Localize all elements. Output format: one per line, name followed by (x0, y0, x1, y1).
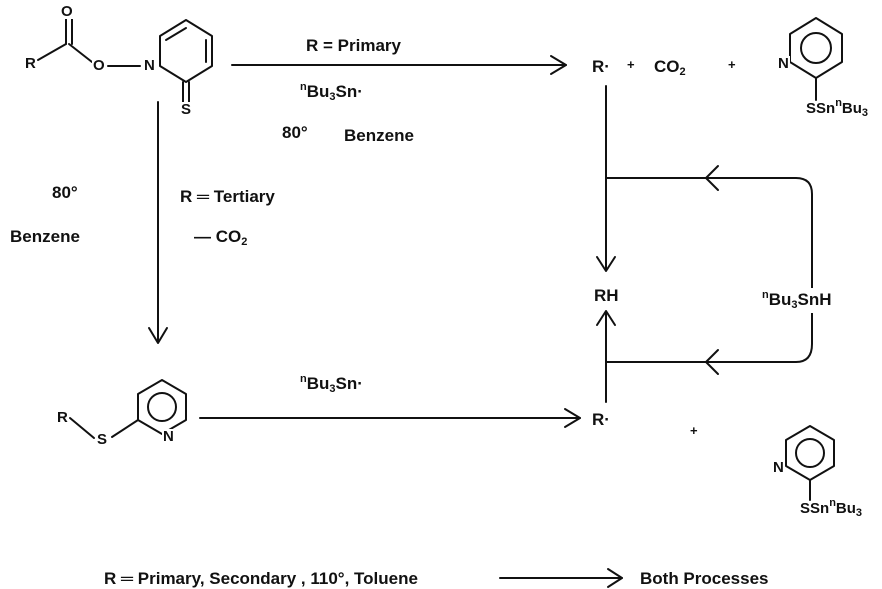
minus-co-text: — CO (194, 227, 242, 246)
n-prefix: n (300, 373, 307, 385)
ssn-text: SSn (800, 500, 830, 517)
atom-s-sulfide: S (96, 431, 109, 448)
bu-text: Bu (306, 82, 330, 101)
barton-ester-structure (37, 17, 213, 103)
species-r-radical-top: R· (592, 57, 610, 76)
label-bu3sn-radical-top: nBu3Sn· (300, 82, 363, 103)
atom-s-thione: S (180, 101, 193, 118)
ssn-text: SSn (806, 100, 836, 117)
n-prefix: n (835, 97, 842, 109)
label-both-processes: Both Processes (640, 569, 769, 588)
snh-text: SnH (797, 290, 832, 309)
label-temp-left: 80° (52, 183, 78, 202)
label-bottom-conditions: R ═ Primary, Secondary , 110°, Toluene (104, 569, 418, 588)
label-solvent-top: Benzene (344, 126, 414, 145)
atom-n-lower-pyridine: N (772, 459, 785, 476)
arrow-tertiary-path (148, 101, 168, 344)
atom-o-ester: O (92, 57, 106, 74)
co-text: CO (654, 57, 680, 76)
plus-lower: + (690, 423, 698, 438)
subscript-three: 3 (329, 383, 336, 395)
atom-r-sulfide: R (56, 409, 69, 426)
label-ssnbu3-lower: SSnnBu3 (800, 498, 862, 519)
species-co2-top: CO2 (654, 58, 686, 78)
atom-n-sulfide: N (162, 428, 175, 445)
plus-top-1: + (627, 57, 635, 72)
subscript-three: 3 (861, 107, 869, 119)
arrow-primary-path (231, 55, 567, 75)
bu-text: Bu (768, 290, 792, 309)
sn-radical-text: Sn· (335, 82, 363, 101)
label-r-primary: R = Primary (306, 36, 401, 55)
tin-hydride-cycle (605, 165, 813, 375)
arrow-lower-path (199, 408, 581, 428)
bu-text: Bu (841, 100, 862, 117)
subscript-three: 3 (855, 507, 863, 519)
atom-n-ester: N (143, 57, 156, 74)
bu-text: Bu (306, 374, 330, 393)
label-temp-top: 80° (282, 123, 308, 142)
arrow-lower-radical-to-rh (596, 310, 616, 403)
pyridyl-stannyl-sulfide-bottom (785, 425, 835, 501)
plus-top-2: + (728, 57, 736, 72)
n-prefix: n (762, 289, 769, 301)
n-prefix: n (829, 497, 836, 509)
subscript-two: 2 (679, 66, 686, 78)
label-bu3sn-radical-lower: nBu3Sn· (300, 374, 363, 395)
species-rh: RH (594, 286, 619, 305)
label-minus-co2: — CO2 (194, 228, 247, 248)
subscript-three: 3 (791, 299, 798, 311)
atom-o-carbonyl: O (60, 3, 74, 20)
species-r-radical-lower: R· (592, 410, 610, 429)
atom-n-top-pyridine: N (777, 55, 790, 72)
sn-radical-text: Sn· (335, 374, 363, 393)
label-solvent-left: Benzene (10, 227, 80, 246)
n-prefix: n (300, 81, 307, 93)
pyridyl-stannyl-sulfide-top (789, 17, 843, 101)
arrow-both-processes (499, 568, 623, 588)
subscript-two: 2 (241, 236, 248, 248)
bu-text: Bu (835, 500, 856, 517)
label-r-tertiary: R ═ Tertiary (180, 187, 275, 206)
label-bu3snh: nBu3SnH (760, 288, 834, 313)
label-ssnbu3-top: SSnnBu3 (806, 98, 868, 119)
subscript-three: 3 (329, 91, 336, 103)
atom-r-ester: R (24, 55, 37, 72)
